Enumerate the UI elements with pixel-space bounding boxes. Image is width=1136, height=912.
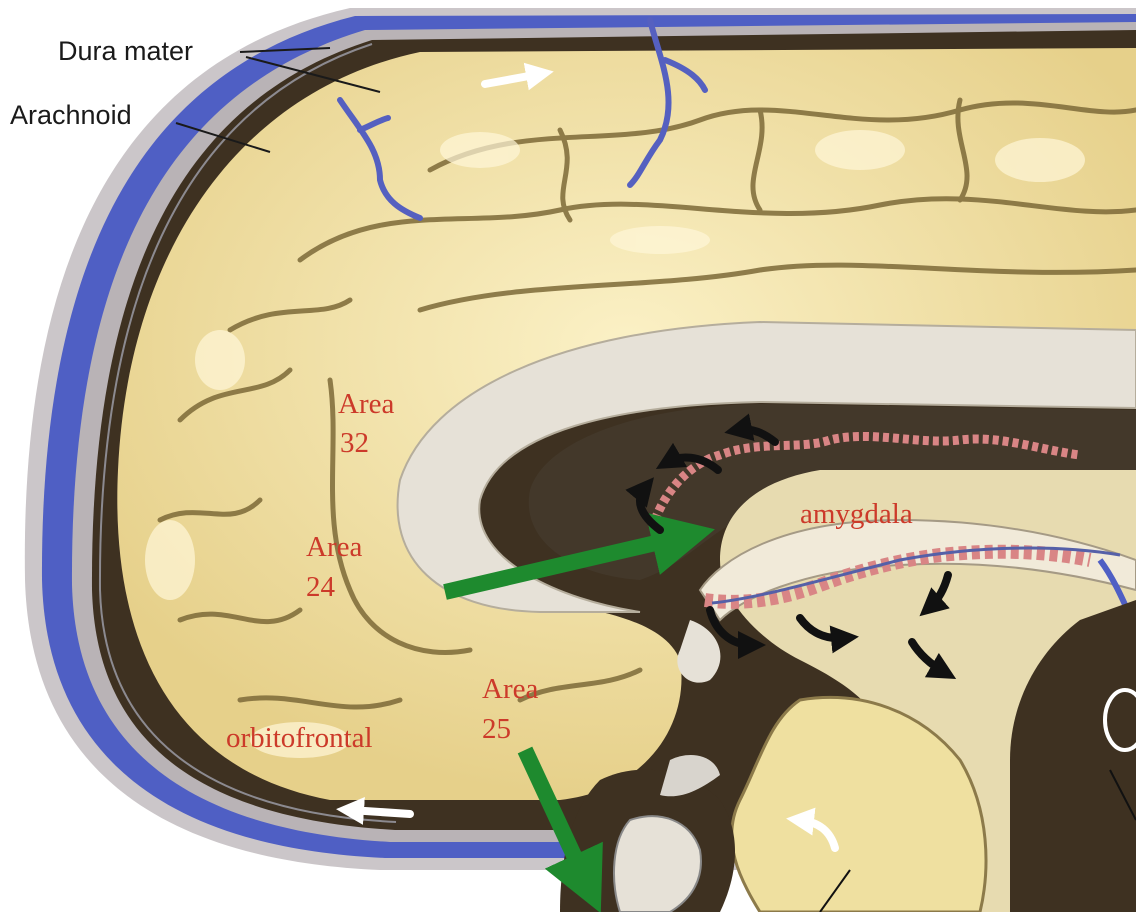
amygdala-label: amygdala bbox=[800, 498, 913, 530]
orbitofrontal-label: orbitofrontal bbox=[226, 722, 373, 754]
area32-label-line1: Area bbox=[338, 388, 394, 420]
area25-label-line2: 25 bbox=[482, 713, 511, 745]
dura-mater-label: Dura mater bbox=[58, 36, 193, 66]
arachnoid-label: Arachnoid bbox=[10, 100, 132, 130]
area32-label-line2: 32 bbox=[340, 427, 369, 459]
area24-label-line1: Area bbox=[306, 531, 362, 563]
white-arrow-icon bbox=[350, 810, 410, 814]
area24-label-line2: 24 bbox=[306, 571, 336, 603]
area25-label-line1: Area bbox=[482, 673, 538, 705]
